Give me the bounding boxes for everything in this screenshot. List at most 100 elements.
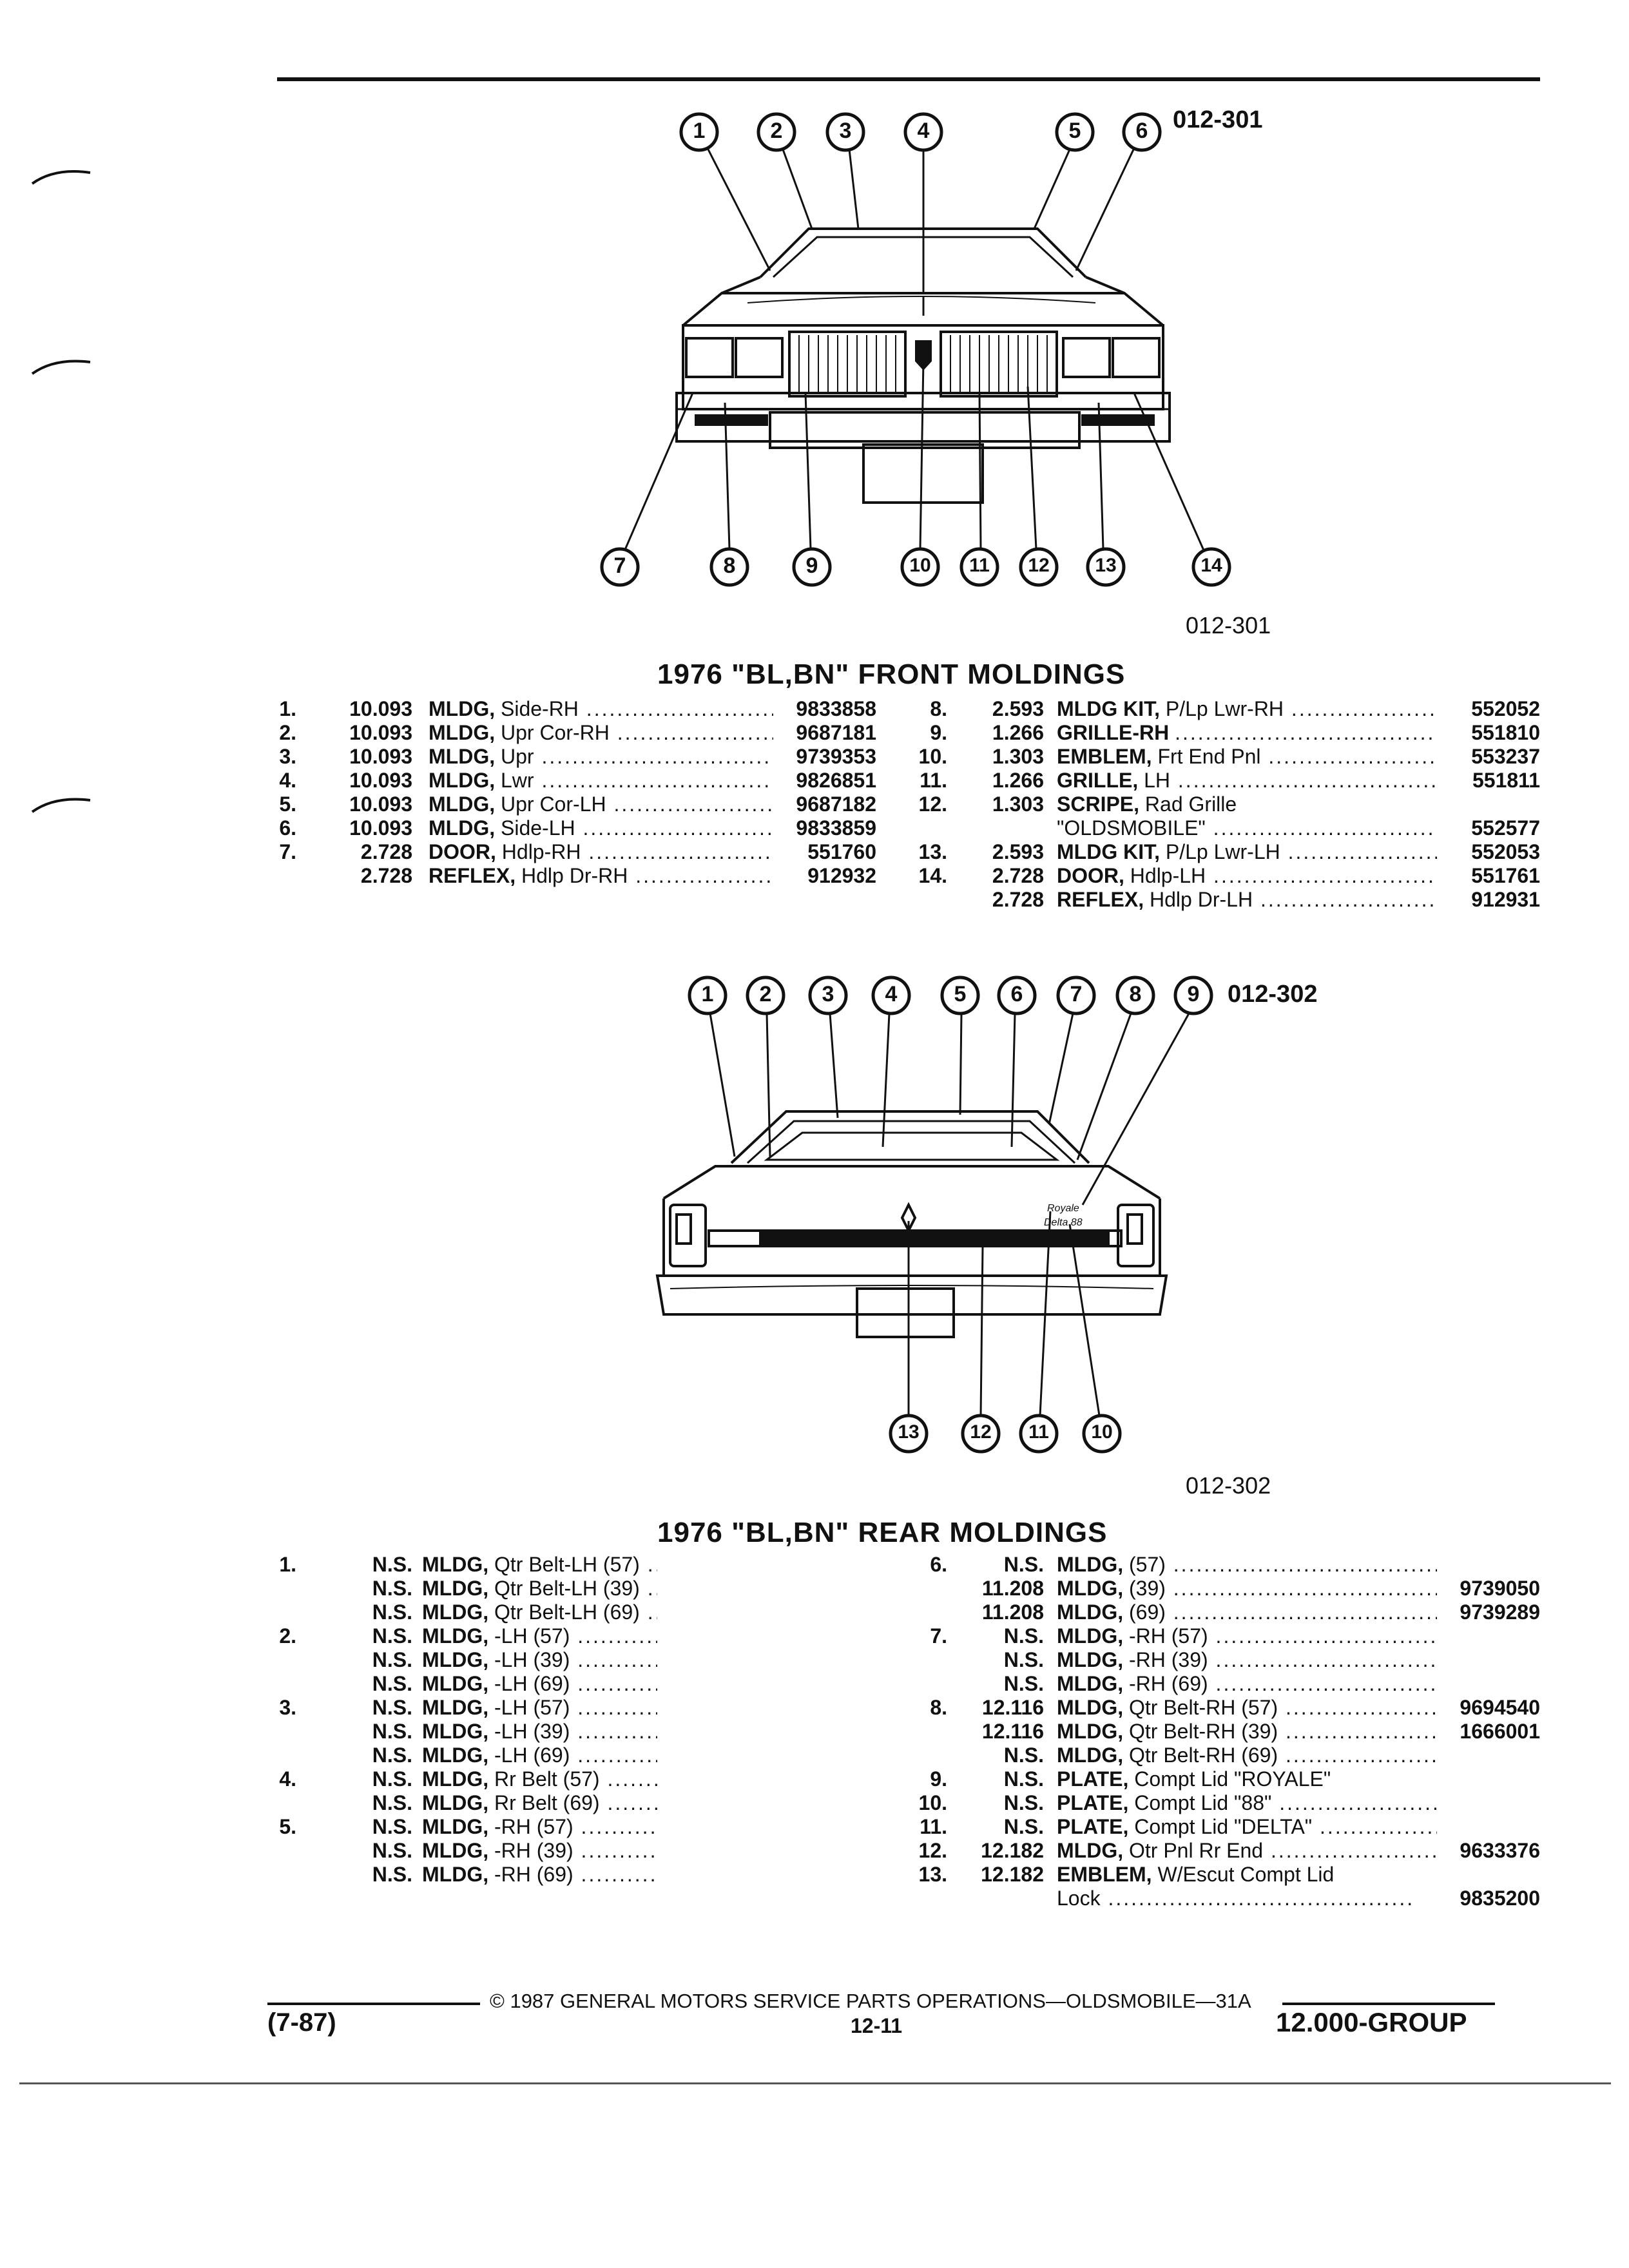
part-keyword: MLDG, (422, 1696, 489, 1719)
part-number: 912932 (807, 864, 876, 887)
part-detail: Hdlp-RH (501, 840, 581, 863)
item-number: 12. (918, 1839, 947, 1862)
callout-label: 10 (1091, 1421, 1113, 1443)
callout-label: 5 (1068, 119, 1081, 143)
part-description: MLDG, Rr Belt (69) .....................… (422, 1791, 657, 1815)
dot-leader: ........................................ (586, 697, 773, 720)
parts-row: 11.N.S.PLATE, Compt Lid "DELTA" ........… (902, 1815, 1540, 1839)
part-keyword: MLDG, (1057, 1720, 1124, 1743)
dot-leader: ........................................ (1173, 1600, 1437, 1624)
part-keyword: DOOR, (429, 840, 496, 863)
item-number: 11. (920, 769, 947, 792)
part-keyword: MLDG, (422, 1600, 489, 1624)
dot-leader: ........................................ (577, 1624, 657, 1648)
item-number: 13. (918, 840, 947, 863)
dot-leader: ........................................ (1286, 1720, 1437, 1743)
part-description: MLDG, -LH (69) .........................… (422, 1672, 657, 1696)
dot-leader: ........................................ (1287, 840, 1437, 863)
group-number: N.S. (1003, 1791, 1044, 1814)
part-detail: -LH (39) (494, 1648, 570, 1671)
group-number: 11.208 (981, 1577, 1044, 1600)
part-keyword: MLDG, (422, 1648, 489, 1671)
dot-leader: ........................................ (1100, 1887, 1415, 1910)
part-keyword: REFLEX, (1057, 888, 1144, 911)
part-detail: Upr (500, 745, 534, 768)
part-detail: Rad Grille (1144, 793, 1237, 816)
part-description: MLDG, Upr ..............................… (429, 745, 773, 769)
part-detail: -LH (57) (494, 1624, 570, 1648)
item-number: 9. (930, 721, 947, 744)
callout-label: 10 (909, 555, 931, 576)
part-description: MLDG, Qtr Belt-RH (39) .................… (1057, 1720, 1437, 1744)
group-number: 10.093 (349, 793, 412, 816)
footer-rule-right (1282, 2003, 1495, 2005)
part-keyword: MLDG KIT, (1057, 697, 1160, 720)
group-number: N.S. (372, 1600, 412, 1624)
part-detail: -RH (39) (494, 1839, 574, 1862)
part-detail: LH (1144, 769, 1171, 792)
parts-row: N.S.MLDG, Qtr Belt-LH (39) .............… (271, 1577, 760, 1600)
parts-row: 6.N.S.MLDG, (57) .......................… (902, 1553, 1540, 1577)
group-number: N.S. (372, 1791, 412, 1814)
part-number: 551761 (1471, 864, 1540, 887)
part-description: MLDG, (39) .............................… (1057, 1577, 1437, 1600)
callout-label: 11 (969, 555, 990, 576)
part-detail: Upr Cor-RH (500, 721, 610, 744)
group-number: N.S. (1003, 1648, 1044, 1671)
group-number: 2.728 (360, 840, 412, 863)
part-keyword: MLDG, (422, 1863, 489, 1886)
footer-rule-left (267, 2003, 480, 2005)
item-number: 7. (930, 1624, 947, 1648)
part-number: 9826851 (796, 769, 876, 792)
part-number: 9694540 (1460, 1696, 1540, 1719)
item-number: 11. (920, 1815, 947, 1838)
callout-label: 9 (805, 553, 818, 578)
part-description: MLDG, -RH (39) .........................… (422, 1839, 657, 1863)
footer-copyright: © 1987 GENERAL MOTORS SERVICE PARTS OPER… (490, 1990, 1251, 2012)
part-description: GRILLE-RH ..............................… (1057, 721, 1437, 745)
dot-leader: ........................................ (613, 793, 773, 816)
part-description: MLDG, Side-LH ..........................… (429, 816, 773, 840)
group-number: 10.093 (349, 816, 412, 840)
part-description: DOOR, Hdlp-RH ..........................… (429, 840, 773, 864)
item-number: 4. (279, 1767, 296, 1791)
part-detail: Qtr Belt-LH (69) (494, 1600, 640, 1624)
parts-row: 2.N.S.MLDG, -LH (57) ...................… (271, 1624, 760, 1648)
dot-leader: ........................................ (1320, 1815, 1437, 1838)
part-detail: Side-LH (500, 816, 575, 840)
rear-view-illustration: Royale Delta 88 (655, 975, 1213, 1454)
part-description: MLDG, -LH (57) .........................… (422, 1624, 657, 1648)
part-detail: Compt Lid "ROYALE" (1134, 1767, 1331, 1791)
part-description: REFLEX, Hdlp Dr-RH .....................… (429, 864, 773, 888)
group-number: 2.728 (992, 864, 1044, 887)
part-number: 551810 (1471, 721, 1540, 744)
front-view-illustration (600, 112, 1231, 587)
part-description: MLDG, -LH (39) .........................… (422, 1720, 657, 1744)
parts-row: Lock ...................................… (902, 1887, 1540, 1910)
footer-page: 12-11 (851, 2014, 903, 2037)
part-keyword: REFLEX, (429, 864, 516, 887)
part-description: "OLDSMOBILE" ...........................… (1057, 816, 1437, 840)
part-keyword: MLDG, (422, 1720, 489, 1743)
group-number: N.S. (372, 1553, 412, 1576)
part-keyword: MLDG, (422, 1791, 489, 1814)
part-description: EMBLEM, W/Escut Compt Lid (1057, 1863, 1437, 1887)
part-description: PLATE, Compt Lid "88" ..................… (1057, 1791, 1437, 1815)
item-number: 4. (279, 769, 296, 792)
dot-leader: ........................................ (1270, 1839, 1437, 1862)
callout-label: 6 (1135, 119, 1148, 143)
dot-leader: ........................................ (577, 1720, 657, 1743)
item-number: 13. (918, 1863, 947, 1886)
front-caption-code: 012-301 (1186, 612, 1271, 639)
part-number: 1666001 (1460, 1720, 1540, 1743)
part-keyword: MLDG, (422, 1624, 489, 1648)
group-number: 2.728 (992, 888, 1044, 911)
dot-leader: ........................................ (1173, 1553, 1437, 1576)
dot-leader: ........................................ (588, 840, 773, 863)
parts-row: 9.N.S.PLATE, Compt Lid "ROYALE" (902, 1767, 1540, 1791)
part-detail: -RH (57) (494, 1815, 574, 1838)
part-description: Lock ...................................… (1057, 1887, 1437, 1910)
part-keyword: MLDG, (1057, 1696, 1124, 1719)
